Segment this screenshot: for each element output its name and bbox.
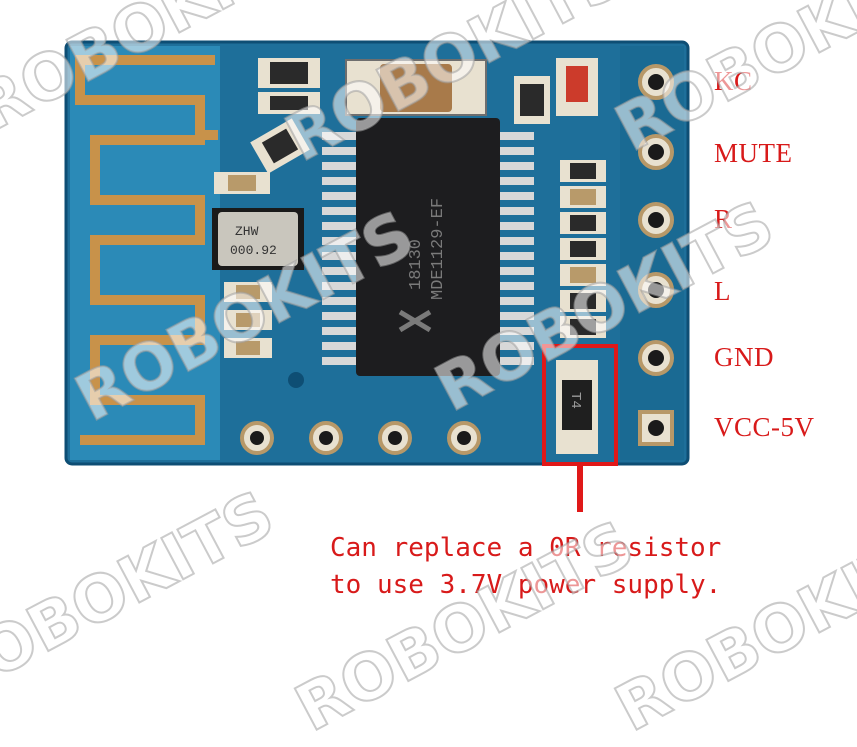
pcb-module-illustration: 18130 MDE1129-EF ZHW 000.92 xyxy=(64,40,690,512)
resistor-marking: T4 xyxy=(567,392,583,409)
pin-label-gnd: GND xyxy=(714,342,774,372)
pin-label-mute: MUTE xyxy=(714,138,793,168)
pin-label-r: R xyxy=(714,204,733,234)
antenna-feed xyxy=(200,130,218,140)
pin-header-strip xyxy=(620,46,684,460)
smd-components xyxy=(214,58,606,388)
bottom-pads xyxy=(240,421,481,455)
crystal-oscillator: ZHW 000.92 xyxy=(212,208,304,270)
antenna-trace xyxy=(75,55,215,445)
annotation-line-1: Can replace a 0R resistor xyxy=(330,533,722,563)
pin-label-vcc: VCC-5V xyxy=(714,412,815,442)
main-ic: 18130 MDE1129-EF xyxy=(322,118,534,376)
annotation-line-2: to use 3.7V power supply. xyxy=(330,570,722,600)
chip-marking-line2: MDE1129-EF xyxy=(429,198,448,300)
crystal-code: 000.92 xyxy=(230,243,277,258)
pin-label-kc: KC xyxy=(714,66,753,96)
top-capacitor xyxy=(345,59,487,116)
crystal-label: ZHW xyxy=(235,224,259,239)
highlighted-component: T4 xyxy=(556,360,598,454)
chip-logo-icon xyxy=(398,309,432,333)
pin-header-pins xyxy=(638,64,674,446)
chip-marking-line1: 18130 xyxy=(407,239,426,290)
pin-label-l: L xyxy=(714,276,731,306)
